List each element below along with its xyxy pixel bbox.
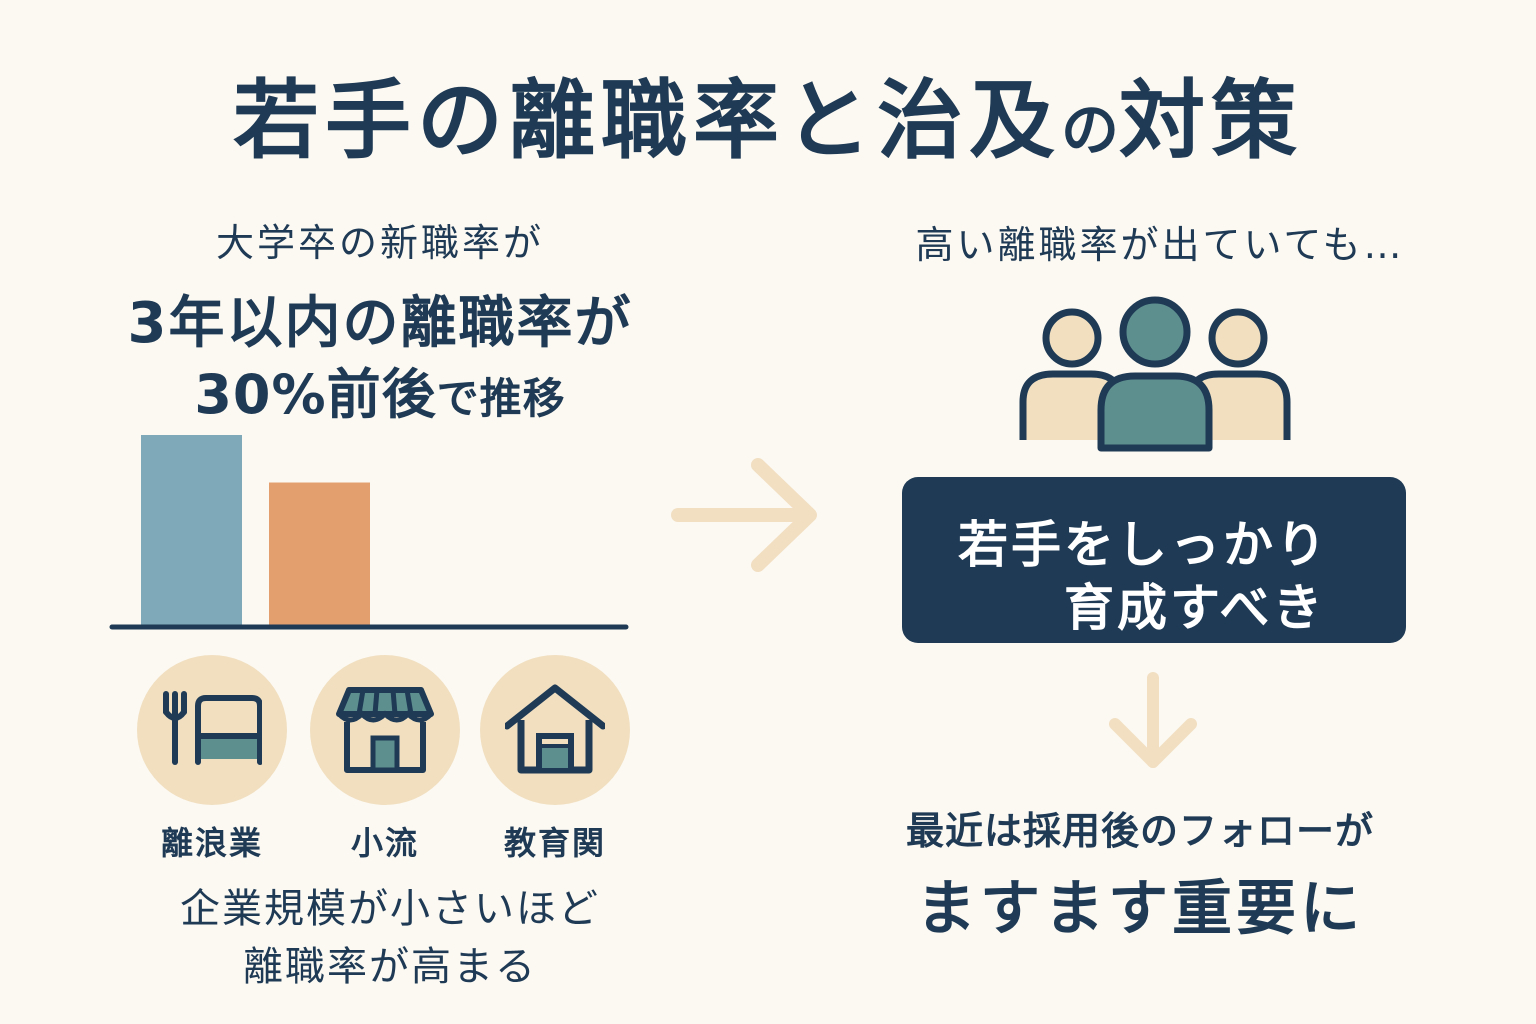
storefront-icon [336,687,434,773]
industry-label: 離浪業 [160,824,263,862]
house-icon [505,684,605,774]
people-group-icon [1019,296,1291,452]
industry-icon-restaurant [137,655,287,805]
industry-icon-education [480,655,630,805]
left-headline-line1: 3年以内の離職率が [127,291,633,356]
right-footer-line1: 最近は採用後のフォローが [905,809,1374,853]
fork-bed-icon [163,691,262,765]
left-headline-line2: 30%前後で推移 [60,350,700,429]
headline-main: 30%前後 [194,363,437,426]
bar-1 [141,435,242,625]
page-title: 若手の離職率と治及の対策 [0,50,1536,175]
industry-icon-retail [310,655,460,805]
industry-label: 小流 [350,824,419,862]
title-main: 若手の離職率と治及 [232,71,1061,171]
title-particle: の [1060,96,1119,164]
arrow-down-icon [1109,672,1197,768]
callout-box [902,477,1406,643]
callout-line1: 若手をしっかり [958,516,1329,574]
right-footer-line2: ますます重要に [916,874,1364,944]
turnover-bar-chart [109,435,629,630]
right-intro: 高い離職率が出ていても… [915,223,1405,267]
arrow-right-icon [671,458,817,572]
left-intro: 大学卒の新職率が [215,221,544,265]
title-end: 対策 [1119,71,1303,171]
left-footer: 企業規模が小さいほど 離職率が高まる [100,880,680,996]
headline-small: で推移 [436,374,566,423]
left-footer-line1: 企業規模が小さいほど [180,886,600,932]
callout-line2: 育成すべき [1064,579,1326,637]
bar-2 [269,482,370,625]
industry-label: 教育関 [503,824,606,862]
left-footer-line2: 離職率が高まる [243,944,537,990]
